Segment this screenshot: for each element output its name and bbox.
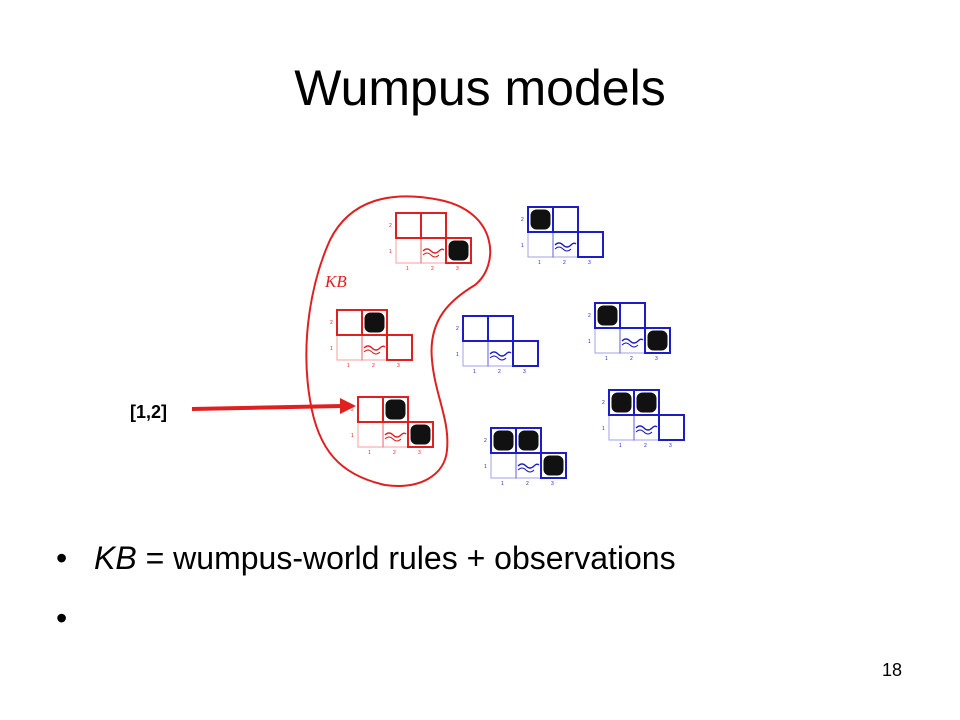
bullet-item-2: • bbox=[56, 596, 676, 640]
callout-label: [1,2] bbox=[130, 402, 167, 422]
bullet-list: •KB = wumpus-world rules + observations … bbox=[56, 536, 676, 656]
kb-region-outline bbox=[305, 195, 492, 487]
callout-arrowhead bbox=[340, 398, 356, 414]
bullet-marker: • bbox=[56, 540, 68, 576]
bullet-italic-prefix: KB bbox=[94, 540, 137, 576]
slide-number: 18 bbox=[881, 660, 902, 680]
model-5 bbox=[455, 315, 539, 376]
callout-arrow bbox=[191, 404, 343, 411]
kb-model-2 bbox=[329, 309, 413, 370]
model-4 bbox=[520, 206, 604, 267]
bullet-text: = wumpus-world rules + observations bbox=[136, 540, 676, 576]
kb-label: KB bbox=[324, 272, 347, 291]
model-7 bbox=[601, 389, 685, 450]
slide-title: Wumpus models bbox=[294, 60, 666, 116]
bullet-item-1: • KB = wumpus-world rules + observations bbox=[56, 536, 676, 580]
model-6 bbox=[587, 302, 671, 363]
kb-model-1 bbox=[388, 212, 472, 273]
kb-model-3 bbox=[350, 396, 434, 457]
bullet-marker: • bbox=[56, 600, 68, 636]
model-8 bbox=[483, 427, 567, 488]
